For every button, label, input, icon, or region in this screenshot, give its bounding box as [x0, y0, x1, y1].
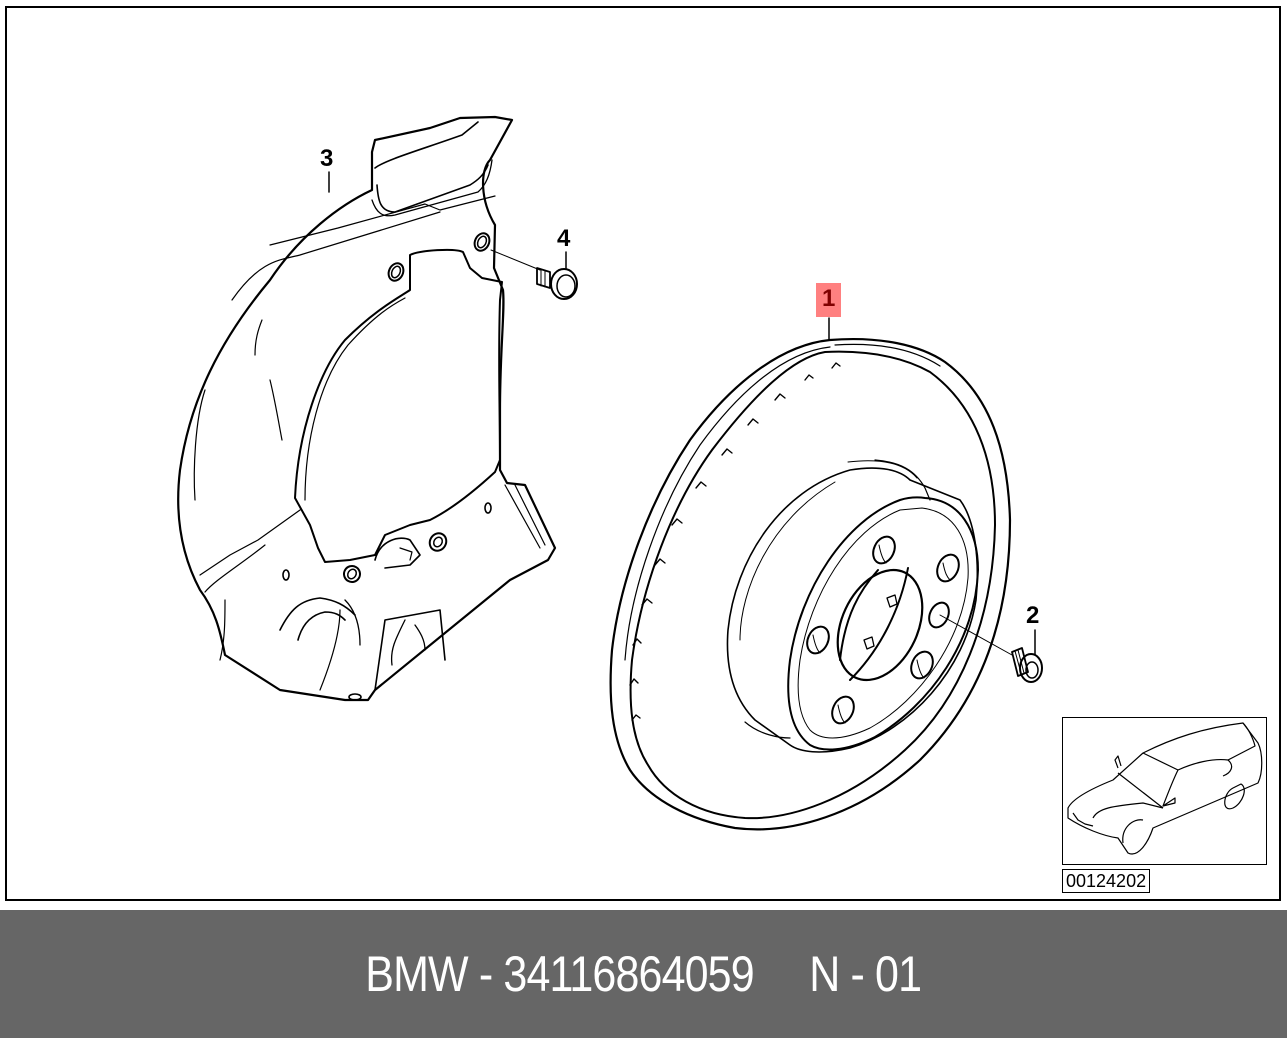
- footer-banner: BMW - 34116864059 N - 01: [0, 910, 1287, 1038]
- hex-bolt-drawing: [490, 249, 578, 300]
- callout-3-protection-plate[interactable]: 3: [320, 145, 334, 172]
- part-number-caption: BMW - 34116864059 N - 01: [365, 946, 923, 1002]
- reference-code: 00124202: [1062, 869, 1151, 893]
- brake-disc-drawing: [609, 317, 1012, 831]
- parts-diagram: [177, 115, 1043, 831]
- callout-4-hex-bolt[interactable]: 4: [557, 225, 571, 252]
- protection-plate-drawing: [177, 115, 557, 702]
- callout-1-brake-disc[interactable]: 1: [816, 283, 842, 317]
- vehicle-thumbnail: [1062, 717, 1267, 865]
- car-outline-icon: [1067, 722, 1263, 855]
- callout-2-disc-screw[interactable]: 2: [1026, 602, 1040, 629]
- disc-screw-drawing: [939, 614, 1043, 683]
